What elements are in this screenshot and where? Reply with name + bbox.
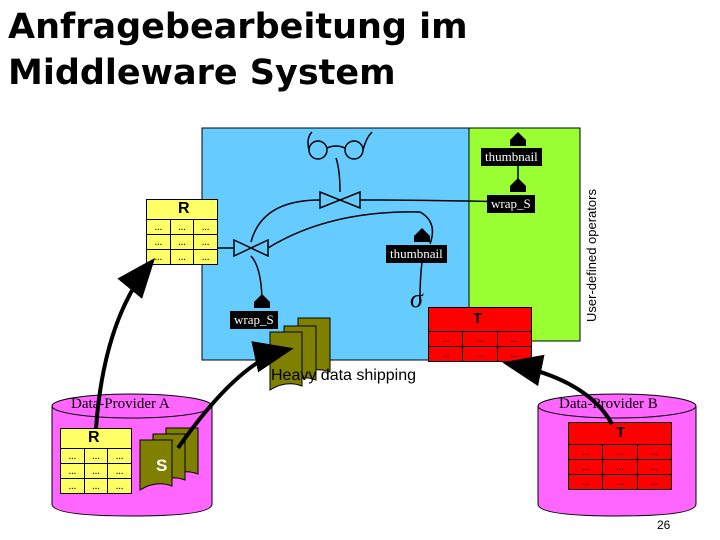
join-operator-top-icon (319, 190, 361, 210)
arrow-provider-a-r-to-middleware (94, 257, 156, 429)
arrow-provider-b-t-to-middleware (502, 354, 614, 425)
thumbnail-top-label: thumbnail (481, 148, 542, 166)
table-cell: ... (636, 474, 673, 490)
edge-thumbnail-to-join-left (267, 211, 434, 249)
join-operator-left-icon (233, 238, 269, 258)
wrap-s-right-label: wrap_S (487, 195, 535, 213)
wrap-s-right-node-icon (510, 178, 526, 192)
thumbnail-top-node-icon (510, 132, 526, 146)
table-cell: ... (193, 249, 218, 265)
s-documents-middleware (269, 317, 331, 391)
table-t-middleware-name: T (473, 310, 483, 327)
table-r-provider-name: R (88, 429, 100, 446)
user-defined-operators-label: User-defined operators (584, 189, 599, 322)
wrap-s-left-label: wrap_S (230, 311, 278, 329)
wrap-s-left-node-icon (254, 294, 270, 308)
table-r-middleware: ......... ......... ......... (146, 219, 218, 265)
page-number: 26 (657, 518, 671, 532)
table-cell: ... (107, 478, 132, 494)
slide-title-line-1: Anfragebearbeitung im (8, 7, 468, 47)
result-operator-icon (307, 131, 373, 160)
table-cell: ... (83, 478, 109, 494)
sigma-operator-icon: σ (410, 284, 423, 313)
table-r-middleware-header (146, 199, 218, 219)
thumbnail-mid-label: thumbnail (386, 245, 447, 263)
s-provider-label: S (156, 456, 168, 475)
table-r-provider: ......... ......... ......... (60, 448, 132, 494)
slide-title-line-2: Middleware System (8, 53, 396, 93)
data-provider-a-label: Data-Provider A (71, 396, 170, 412)
table-t-middleware-header (428, 307, 532, 331)
edge-join-left-to-join-top (250, 199, 321, 243)
data-provider-b-label: Data-Provider B (559, 396, 658, 412)
table-cell: ... (636, 444, 673, 460)
table-r-provider-header (60, 428, 132, 448)
arrow-provider-a-s-to-middleware (176, 341, 294, 450)
slide-title: Anfragebearbeitung im Middleware System (8, 4, 568, 96)
table-r-middleware-name: R (178, 200, 190, 217)
table-t-provider: ......... ......... ......... (567, 444, 673, 490)
table-cell: ... (107, 463, 132, 479)
table-t-provider-name: T (616, 424, 626, 441)
edge-sigma-to-thumbnail (419, 261, 423, 301)
table-t-provider-header (568, 422, 672, 444)
heavy-data-shipping-label: Heavy data shipping (271, 367, 416, 384)
thumbnail-mid-node-icon (414, 228, 430, 242)
edge-join-to-result (335, 157, 341, 193)
